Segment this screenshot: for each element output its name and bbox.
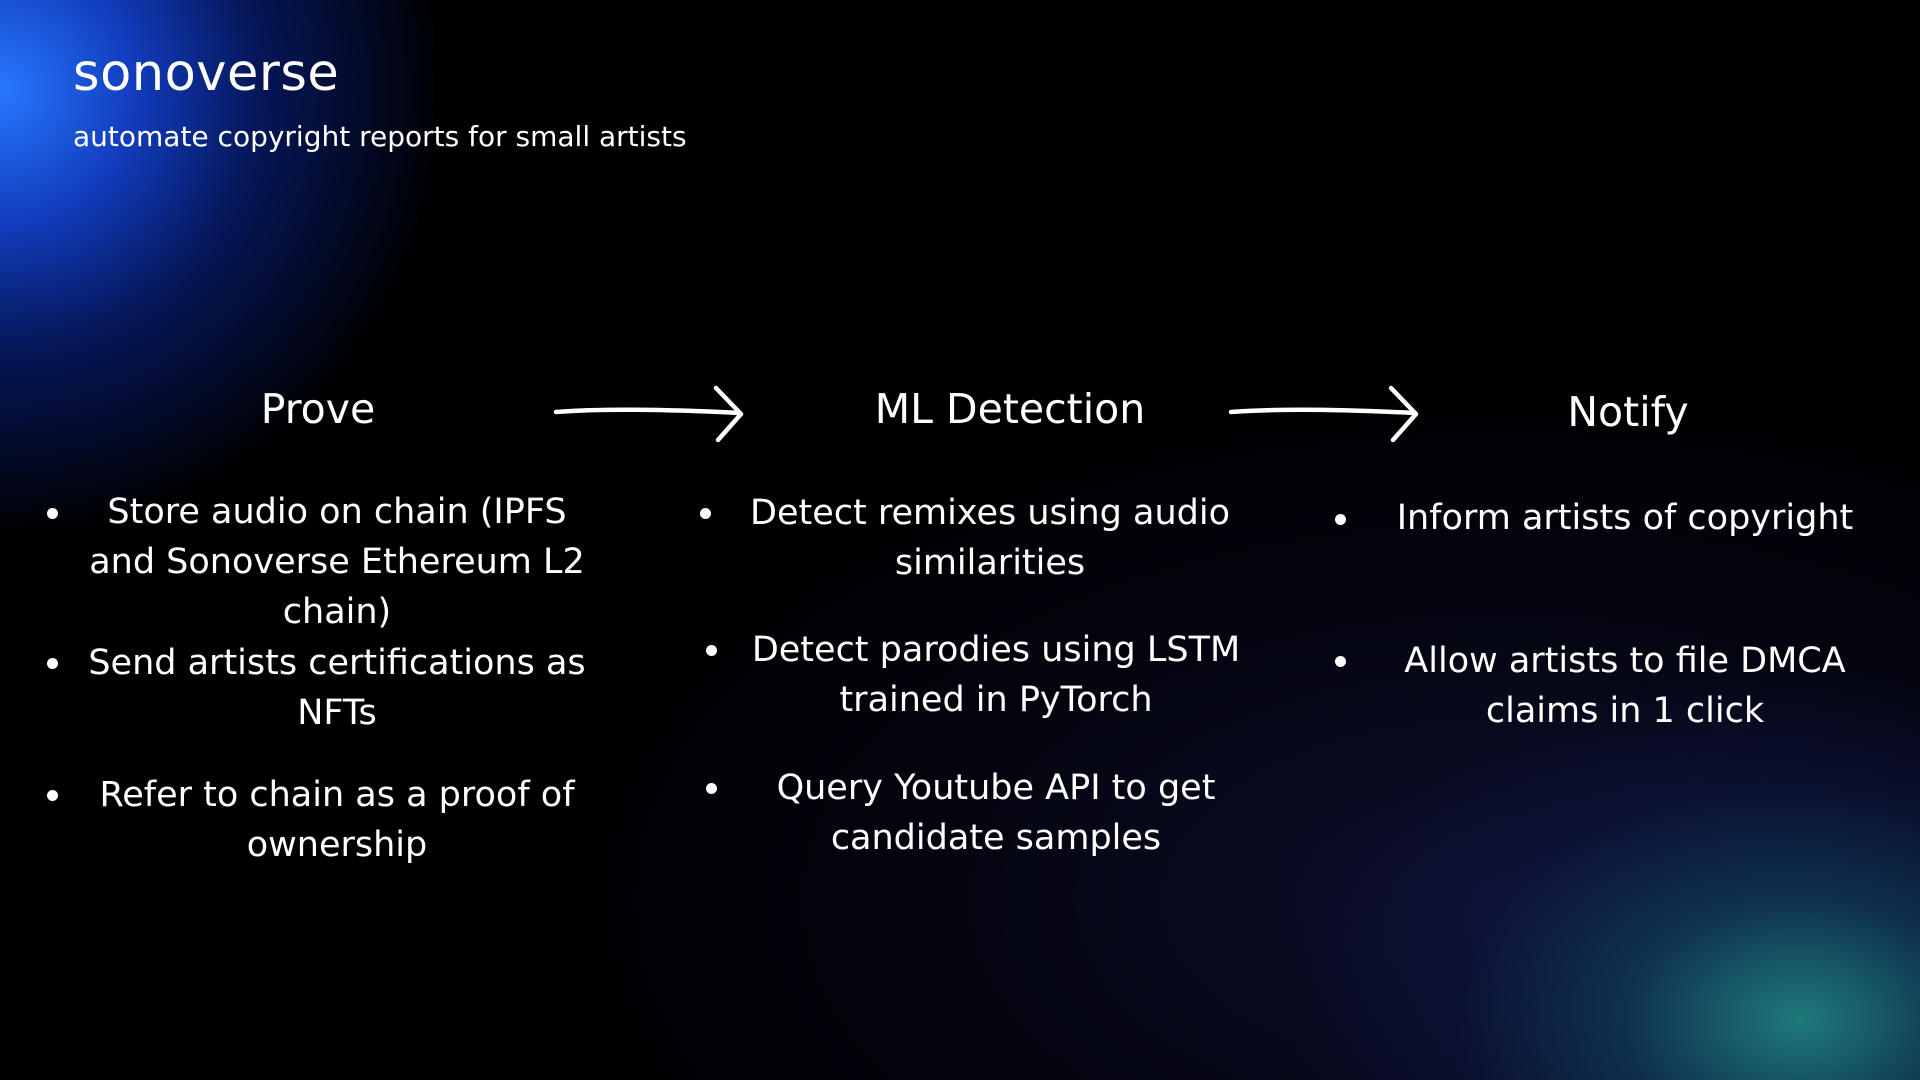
bullet-prove-1: Store audio on chain (IPFS and Sonoverse… [89, 492, 585, 632]
bullet-ml-3: Query Youtube API to get candidate sampl… [776, 768, 1216, 858]
bullet-prove-3: Refer to chain as a proof of ownership [99, 775, 575, 865]
bullet-notify-2: Allow artists to file DMCA claims in 1 c… [1404, 641, 1846, 731]
arrow-right-icon [553, 385, 744, 443]
column-title-notify: Notify [1567, 388, 1689, 436]
bullet-ml-2: Detect parodies using LSTM trained in Py… [751, 630, 1241, 720]
bullet-dot [706, 783, 717, 794]
bullet-dot [706, 645, 717, 656]
bullet-ml-1: Detect remixes using audio similarities [750, 493, 1230, 583]
bullet-prove-2: Send artists certifications as NFTs [88, 643, 586, 733]
bullet-dot [700, 508, 711, 519]
arrow-right-icon [1228, 385, 1419, 443]
bullet-notify-1: Inform artists of copyright [1396, 498, 1854, 538]
column-title-prove: Prove [260, 385, 376, 433]
bullet-dot [47, 790, 58, 801]
brand-tagline: automate copyright reports for small art… [73, 120, 687, 153]
column-title-ml-detection: ML Detection [874, 385, 1146, 433]
brand-name: sonoverse [73, 44, 340, 103]
bullet-dot [1335, 656, 1346, 667]
bullet-dot [47, 508, 58, 519]
bullet-dot [1335, 514, 1346, 525]
bullet-dot [47, 658, 58, 669]
